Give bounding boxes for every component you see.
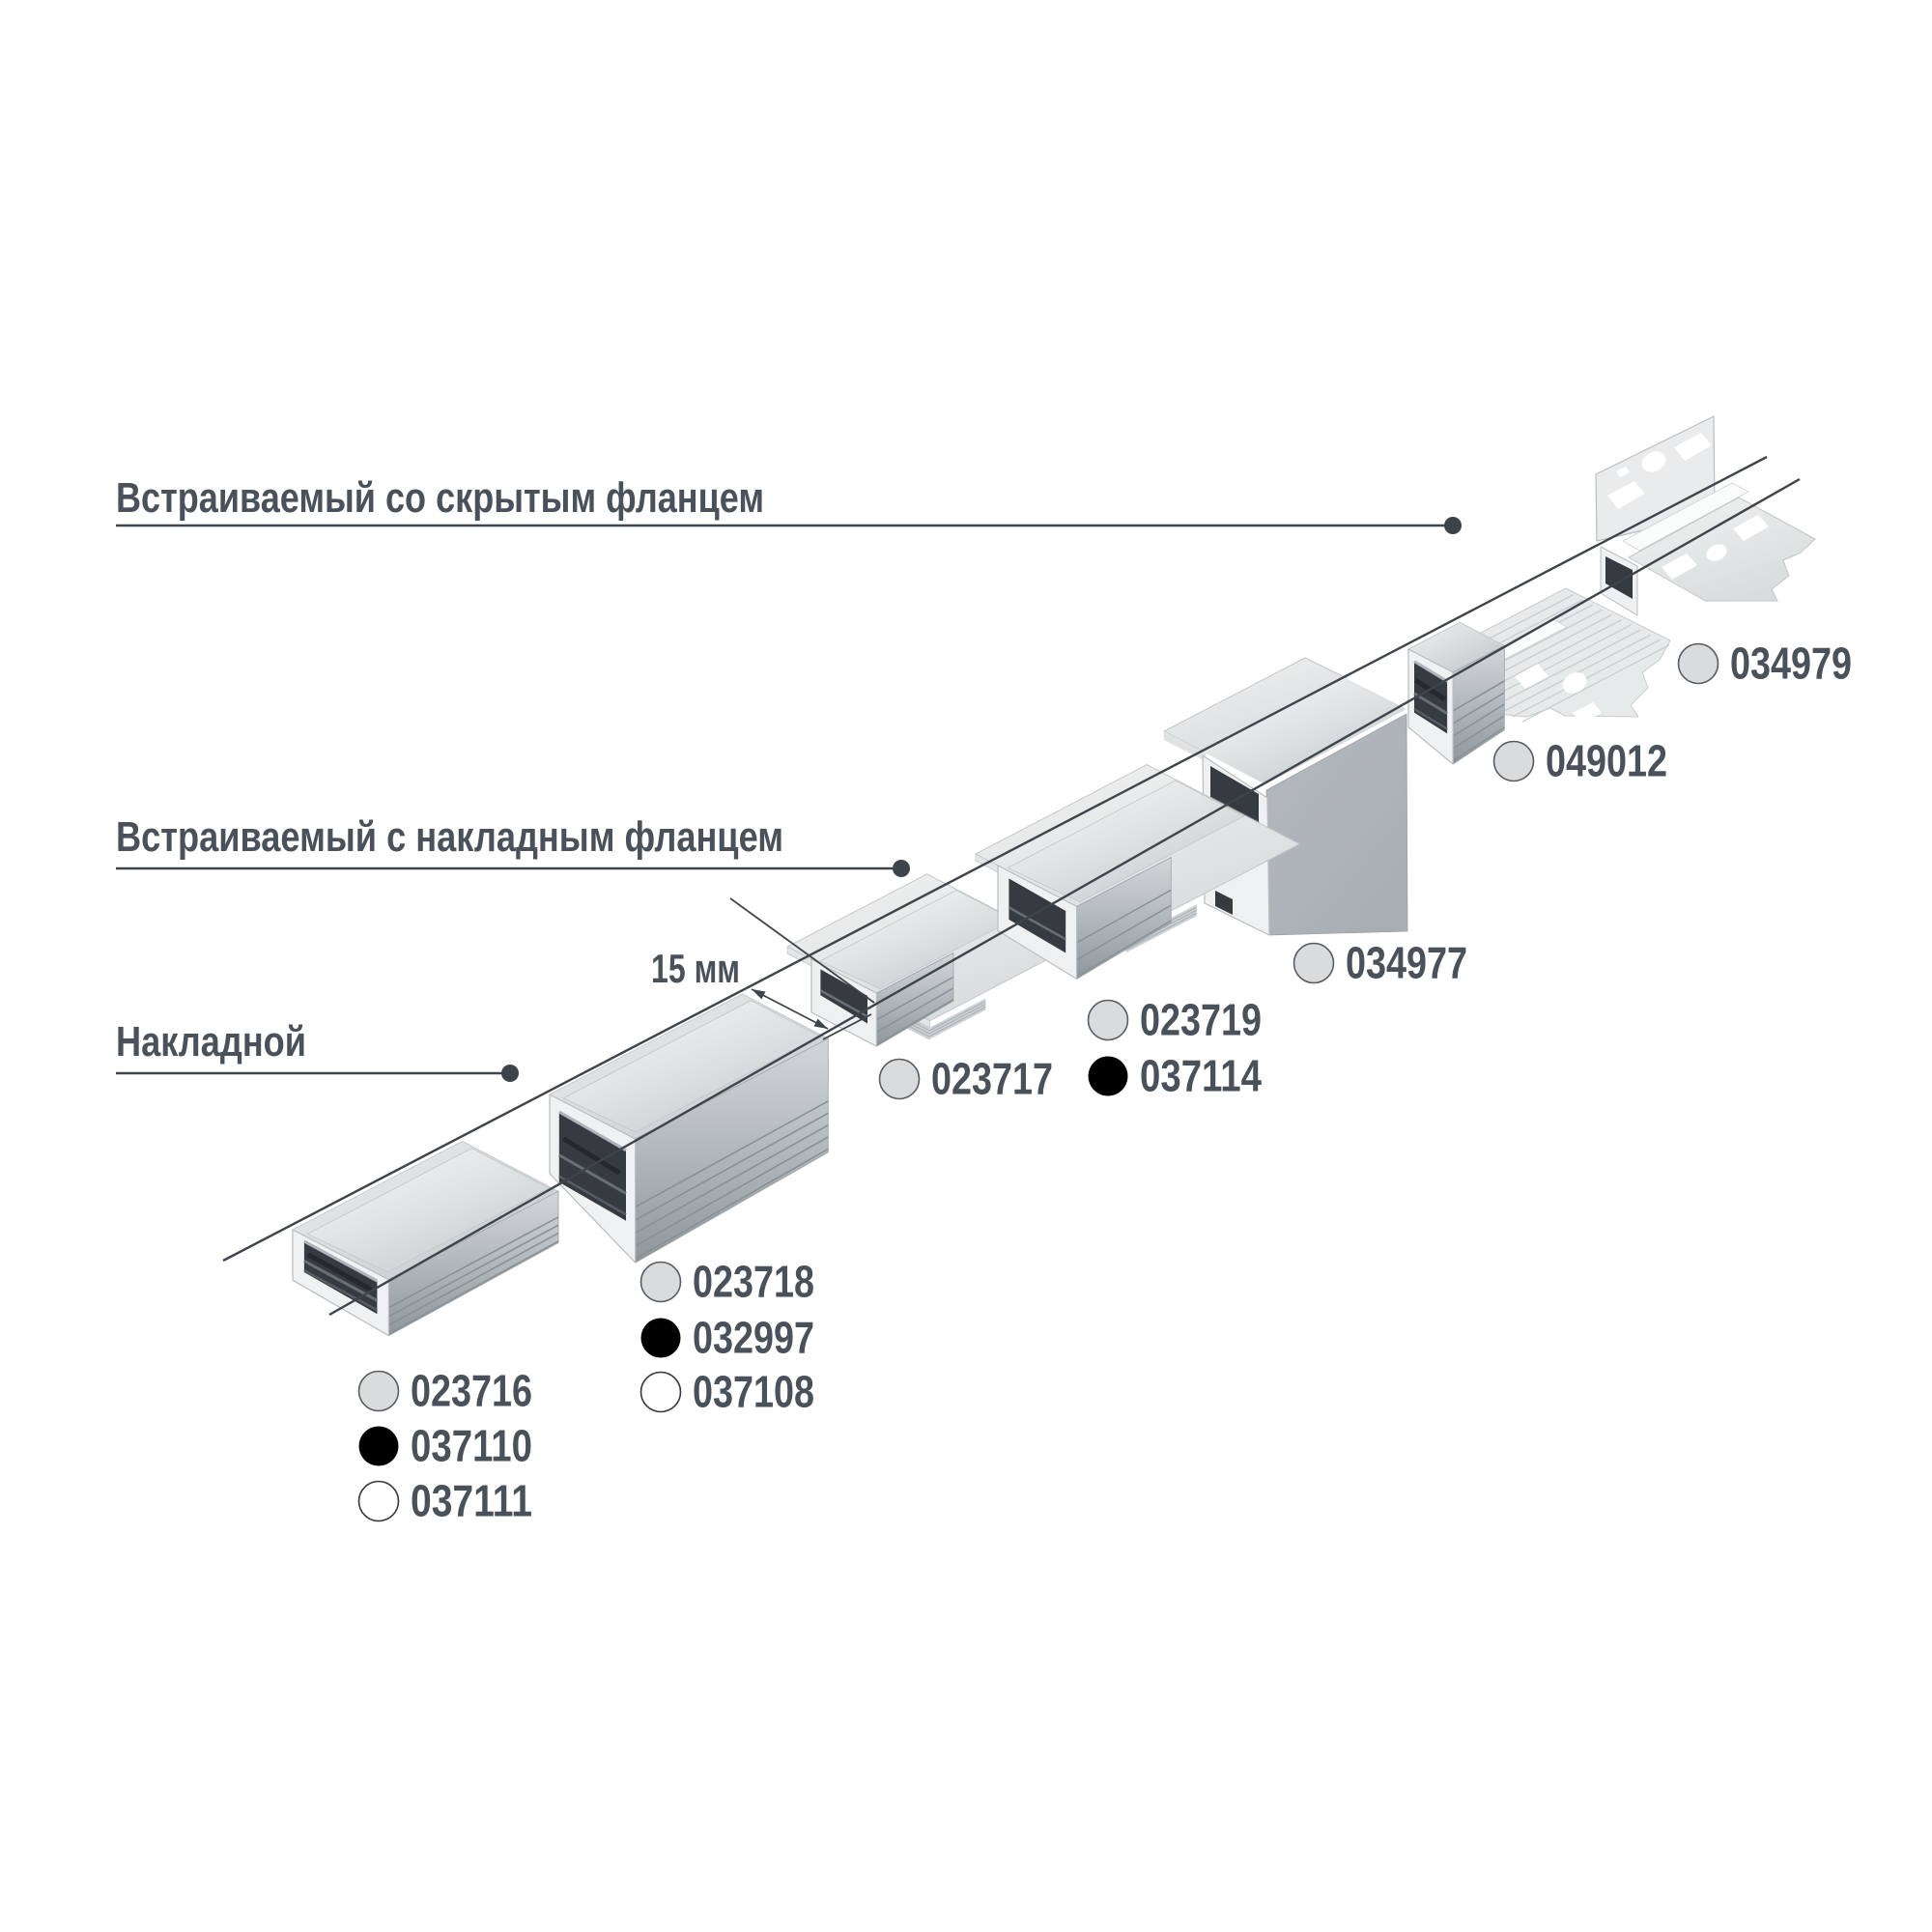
svg-text:034979: 034979: [1730, 639, 1852, 689]
svg-text:049012: 049012: [1546, 736, 1667, 786]
svg-text:037111: 037111: [411, 1476, 532, 1526]
svg-text:023718: 023718: [693, 1257, 814, 1307]
svg-text:Встраиваемый со скрытым фланце: Встраиваемый со скрытым фланцем: [116, 474, 764, 522]
svg-text:15 мм: 15 мм: [651, 946, 740, 991]
svg-text:037114: 037114: [1140, 1051, 1262, 1101]
svg-text:037108: 037108: [693, 1367, 814, 1417]
svg-text:023717: 023717: [931, 1054, 1053, 1104]
svg-text:037110: 037110: [411, 1421, 532, 1471]
svg-text:Встраиваемый с накладным фланц: Встраиваемый с накладным фланцем: [116, 813, 783, 861]
svg-text:Накладной: Накладной: [116, 1018, 306, 1065]
svg-text:032997: 032997: [693, 1313, 814, 1363]
svg-text:023716: 023716: [411, 1366, 532, 1416]
svg-text:023719: 023719: [1140, 995, 1262, 1045]
svg-text:034977: 034977: [1346, 938, 1467, 988]
